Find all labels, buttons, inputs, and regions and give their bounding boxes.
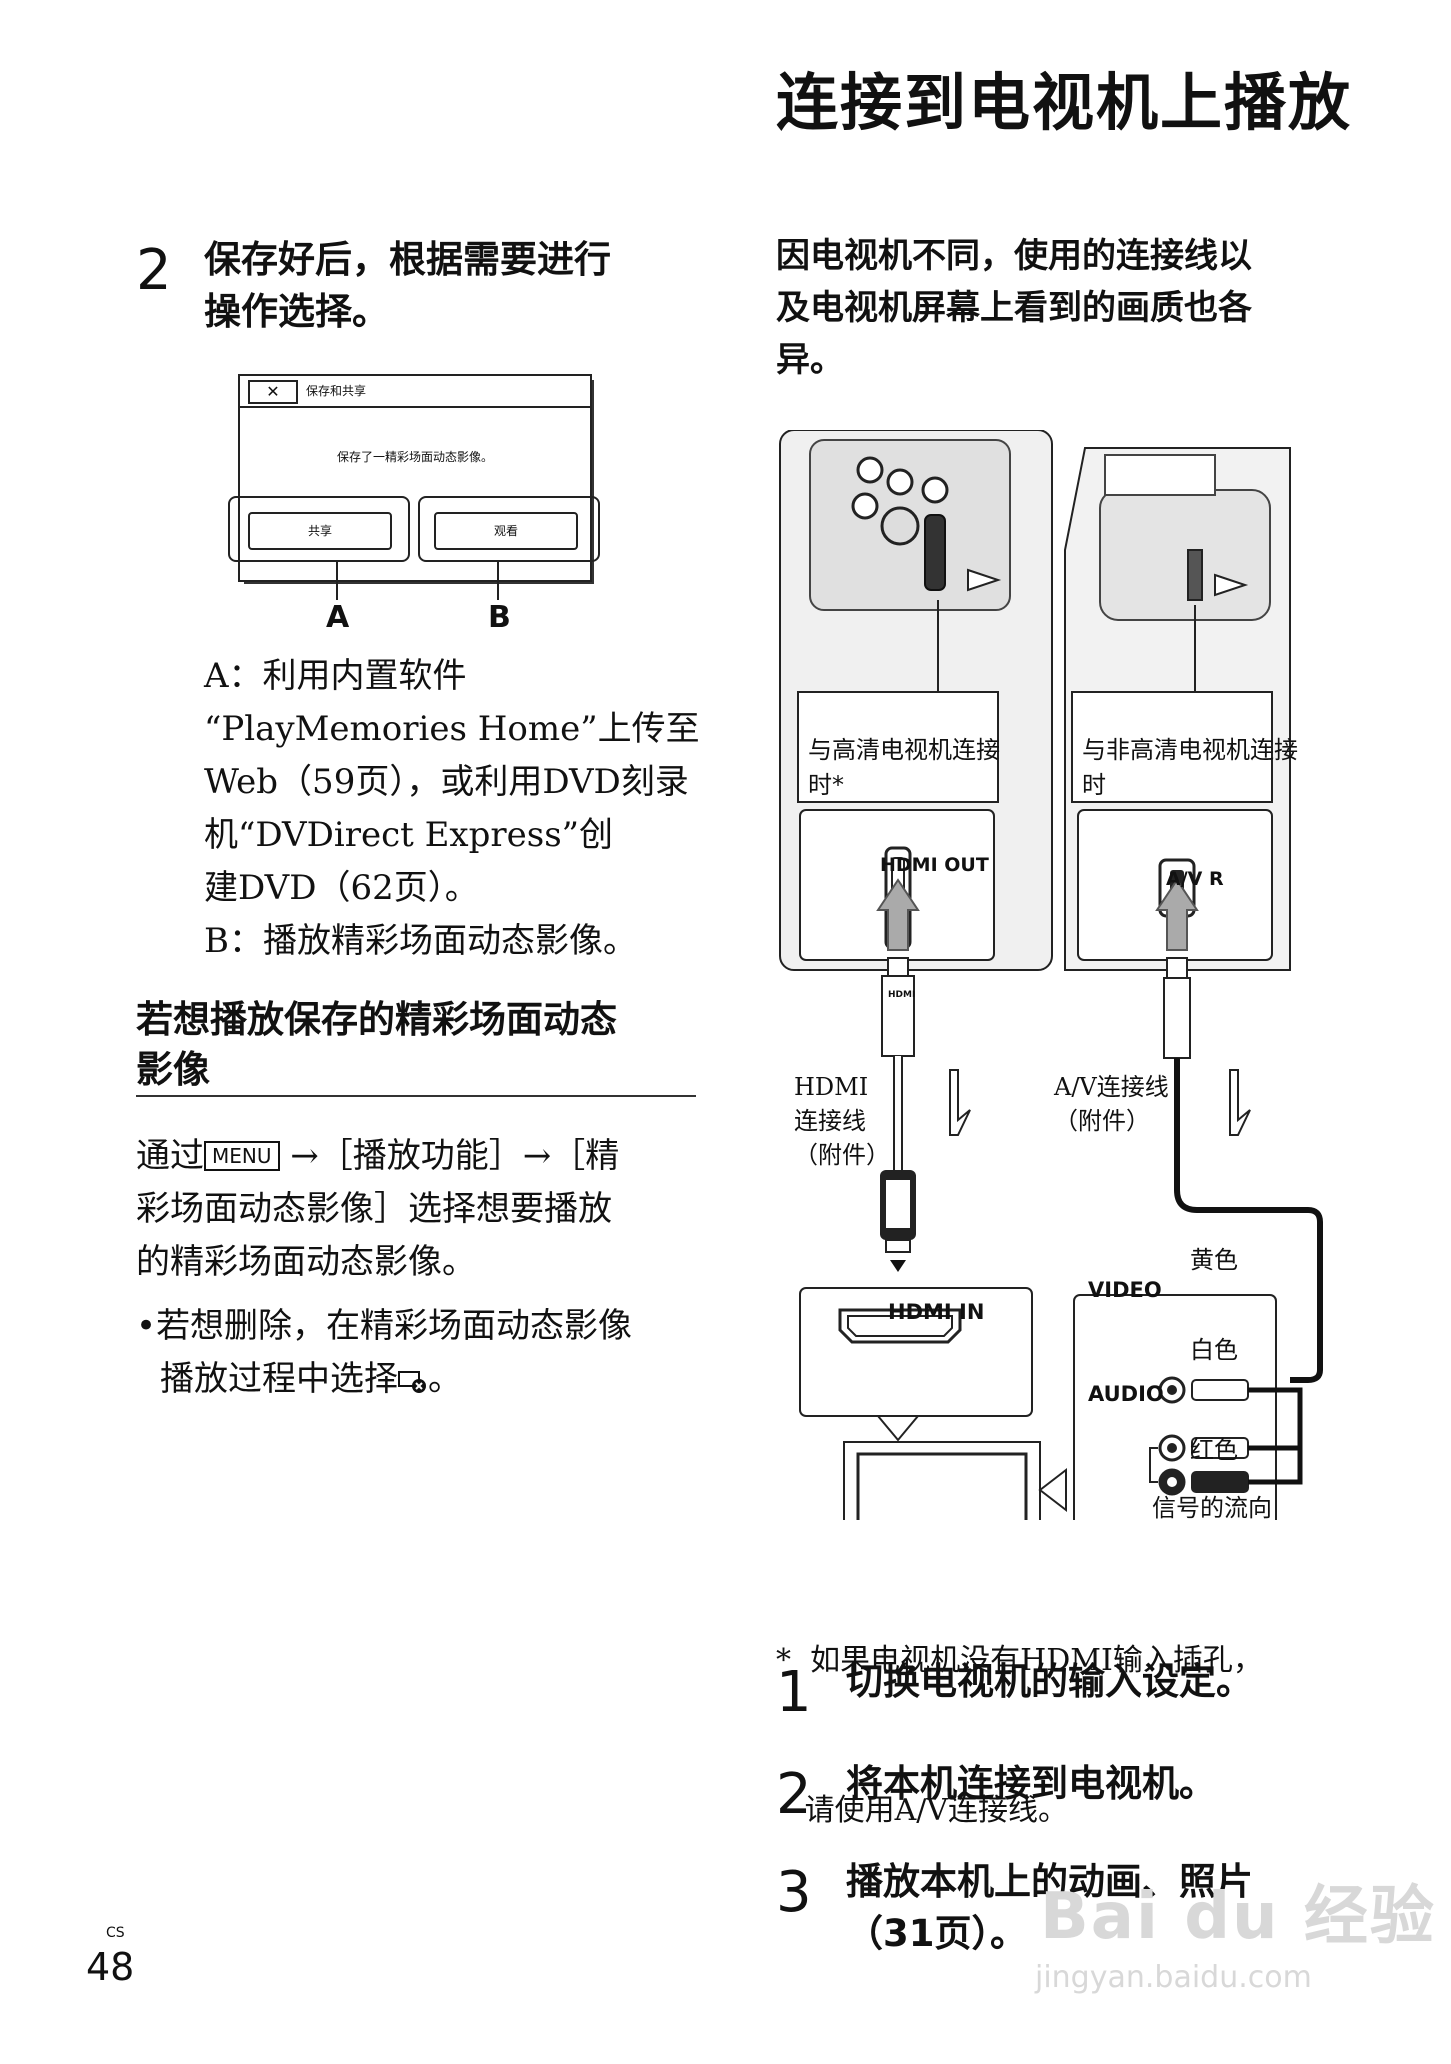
video-label: VIDEO xyxy=(1088,1278,1162,1302)
paragraph-line1-rest: →［播放功能］→［精 xyxy=(279,1136,620,1176)
hdmi-connector-text: HDMI xyxy=(888,990,916,1000)
box-nonhd xyxy=(1071,691,1273,803)
av-cable-line: A/V连接线 xyxy=(1054,1073,1169,1101)
arrow-hd xyxy=(967,568,1002,592)
step-1-text: 切换电视机的输入设定。 xyxy=(846,1660,1253,1703)
box-nonhd-line1: 与非高清电视机连接 xyxy=(1082,736,1298,764)
section-heading-line1: 若想播放保存的精彩场面动态 xyxy=(136,998,617,1041)
share-button[interactable]: 共享 xyxy=(248,512,392,550)
step-2r-number: 2 xyxy=(776,1762,812,1827)
description-a-line: 机“DVDirect Express”创 xyxy=(204,815,614,855)
callout-a-highlight: 共享 xyxy=(228,496,410,562)
view-button[interactable]: 观看 xyxy=(434,512,578,550)
hdmi-cable-line: （附件） xyxy=(794,1141,890,1169)
bullet-line2-text: 播放过程中选择 xyxy=(160,1359,398,1399)
footnote: * 如果电视机没有HDMI输入插孔， 请使用A/V连接线。 xyxy=(776,1536,1263,1886)
arrow-nonhd xyxy=(1214,573,1249,597)
hdmi-out-label: HDMI OUT xyxy=(880,854,989,876)
hdmi-cable-line: 连接线 xyxy=(794,1107,866,1135)
av-jack xyxy=(1187,549,1203,601)
signal-flow-label: 信号的流向 xyxy=(1152,1494,1272,1522)
footnote-line2: 请使用A/V连接线。 xyxy=(776,1793,1069,1828)
step-3-text: 播放本机上的动画、照片 （31页）。 xyxy=(846,1856,1253,1960)
camera-nonhd-body xyxy=(1099,489,1271,621)
audio-label: AUDIO xyxy=(1088,1382,1164,1406)
step-2-text: 保存好后，根据需要进行 操作选择。 xyxy=(204,234,611,338)
mockup-header: ✕ 保存和共享 xyxy=(240,376,590,408)
description-a-line: 建DVD（62页）。 xyxy=(204,868,479,908)
description-a-line: A：利用内置软件 xyxy=(204,656,467,696)
section-heading: 若想播放保存的精彩场面动态 影像 xyxy=(136,995,617,1095)
hdmi-out-jack xyxy=(924,514,946,591)
intro-text: 因电视机不同，使用的连接线以 及电视机屏幕上看到的画质也各 异。 xyxy=(776,230,1252,386)
white-label: 白色 xyxy=(1190,1336,1238,1364)
step-3-line1: 播放本机上的动画、照片 xyxy=(846,1860,1253,1903)
step-2-line2: 操作选择。 xyxy=(204,290,389,333)
section-heading-line2: 影像 xyxy=(136,1048,210,1091)
callout-b-label: B xyxy=(488,600,511,635)
tv-av-input-box xyxy=(1073,1294,1277,1520)
bullet-line1-text: 若想删除，在精彩场面动态影像 xyxy=(156,1306,633,1346)
close-icon[interactable]: ✕ xyxy=(248,380,298,404)
box-hd-line2: 时* xyxy=(808,771,844,799)
description-a: A：利用内置软件 “PlayMemories Home”上传至 Web（59页）… xyxy=(204,650,700,968)
description-a-line: Web（59页），或利用DVD刻录 xyxy=(204,762,689,802)
mockup-frame: ✕ 保存和共享 保存了一精彩场面动态影像。 共享 观看 xyxy=(228,374,600,582)
delete-icon xyxy=(398,1371,426,1393)
page-language-code: CS xyxy=(106,1925,125,1941)
step-3-line2: （31页）。 xyxy=(846,1912,1027,1955)
yellow-plug xyxy=(1191,1379,1249,1401)
box-hd-label: 与高清电视机连接 时* xyxy=(808,730,1000,800)
connection-diagram xyxy=(779,430,1323,1520)
intro-line: 因电视机不同，使用的连接线以 xyxy=(776,236,1252,276)
save-share-screen-mockup: ✕ 保存和共享 保存了一精彩场面动态影像。 共享 观看 xyxy=(228,374,600,584)
section-paragraph-line2: 彩场面动态影像］选择想要播放 xyxy=(136,1189,612,1229)
step-1-number: 1 xyxy=(776,1660,812,1725)
av-cable-line: （附件） xyxy=(1054,1107,1150,1135)
hdmi-in-label: HDMI IN xyxy=(888,1300,985,1324)
step-2-line1: 保存好后，根据需要进行 xyxy=(204,238,611,281)
footnote-line1: * 如果电视机没有HDMI输入插孔， xyxy=(776,1643,1263,1678)
paragraph-prefix: 通过 xyxy=(136,1136,204,1176)
section-paragraph-line3: 的精彩场面动态影像。 xyxy=(136,1242,476,1282)
watermark-url: jingyan.baidu.com xyxy=(1035,1960,1312,1995)
callout-lines xyxy=(336,560,499,600)
hdmi-connector-top xyxy=(881,975,915,1057)
page-title: 连接到电视机上播放 xyxy=(776,66,1353,139)
page-number: 48 xyxy=(86,1945,135,1989)
section-divider xyxy=(136,1095,696,1097)
box-hd-line1: 与高清电视机连接 xyxy=(808,736,1000,764)
av-r-label: A/V R xyxy=(1166,868,1224,890)
menu-key-icon: MENU xyxy=(204,1141,280,1171)
intro-line: 异。 xyxy=(776,340,844,380)
hdmi-cable-label: HDMI 连接线 （附件） xyxy=(794,1070,890,1172)
av-cable-label: A/V连接线 （附件） xyxy=(1054,1070,1169,1138)
hdmi-cable-line: HDMI xyxy=(794,1073,869,1101)
watermark-logo: Bai du 经验 xyxy=(1040,1880,1436,1954)
mockup-header-title: 保存和共享 xyxy=(306,384,367,398)
mockup-message: 保存了一精彩场面动态影像。 xyxy=(336,450,493,464)
description-b: B：播放精彩场面动态影像。 xyxy=(204,921,637,961)
av-connector xyxy=(1163,977,1191,1059)
bullet-line1: •若想删除，在精彩场面动态影像 xyxy=(136,1306,633,1346)
box-nonhd-line2: 时 xyxy=(1082,771,1106,799)
bullet-delete-tip: •若想删除，在精彩场面动态影像 播放过程中选择。 xyxy=(136,1300,632,1406)
description-a-line: “PlayMemories Home”上传至 xyxy=(204,709,700,749)
callout-b-highlight: 观看 xyxy=(418,496,600,562)
yellow-label: 黄色 xyxy=(1190,1246,1238,1274)
box-hd xyxy=(797,691,999,803)
box-nonhd-label: 与非高清电视机连接 时 xyxy=(1082,730,1298,800)
red-label: 红色 xyxy=(1190,1436,1238,1464)
bullet-line2: 播放过程中选择。 xyxy=(160,1359,462,1399)
step-2-number: 2 xyxy=(136,238,172,303)
intro-line: 及电视机屏幕上看到的画质也各 xyxy=(776,288,1252,328)
callout-a-label: A xyxy=(326,600,350,635)
step-2r-text: 将本机连接到电视机。 xyxy=(846,1762,1216,1805)
step-3-number: 3 xyxy=(776,1860,812,1925)
